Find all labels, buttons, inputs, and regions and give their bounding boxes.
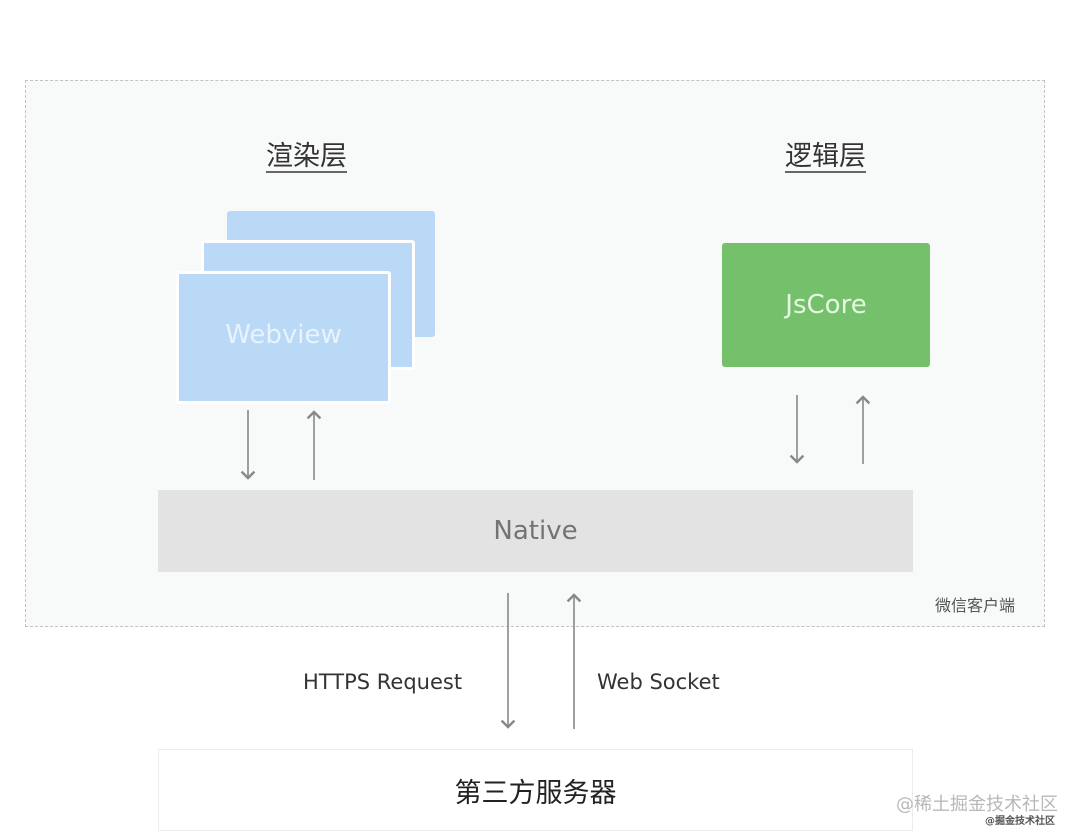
watermark: @稀土掘金技术社区 xyxy=(896,794,1058,815)
jscore-label: JsCore xyxy=(785,290,867,320)
https-request-label: HTTPS Request xyxy=(303,670,463,694)
webview-card-front: Webview xyxy=(176,271,391,404)
third-party-server-box: 第三方服务器 xyxy=(158,749,913,831)
jscore-box: JsCore xyxy=(722,243,930,367)
logic-layer-title: 逻辑层 xyxy=(785,141,866,172)
webview-label: Webview xyxy=(225,320,342,350)
server-label: 第三方服务器 xyxy=(454,777,617,809)
client-label: 微信客户端 xyxy=(935,596,1016,615)
render-layer-title: 渲染层 xyxy=(266,141,347,172)
web-socket-label: Web Socket xyxy=(597,670,720,694)
watermark-small: @掘金技术社区 xyxy=(985,816,1055,827)
native-label: Native xyxy=(493,516,578,546)
native-bar: Native xyxy=(158,490,913,572)
